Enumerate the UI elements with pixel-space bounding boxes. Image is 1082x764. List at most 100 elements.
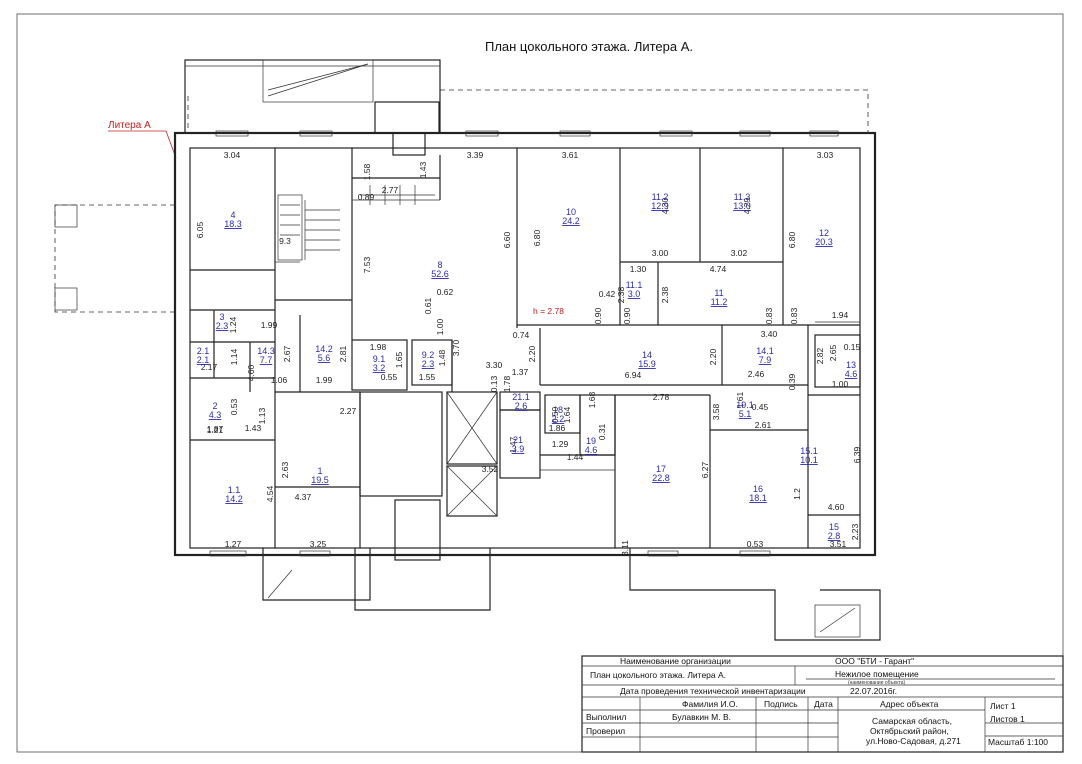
dimension-label: 1.00 — [435, 318, 445, 335]
room-area: 13.0 — [733, 201, 751, 211]
dimension-label: 0.90 — [622, 307, 632, 324]
room-area: 52.6 — [431, 269, 449, 279]
tb-org-label: Наименование организации — [620, 656, 731, 666]
plan-title: План цокольного этажа. Литера А. — [485, 39, 693, 54]
dimension-label: 4.60 — [828, 502, 845, 512]
dimension-label: 1.87 — [207, 424, 224, 434]
room-area: 11.2 — [711, 297, 728, 307]
tb-checked-label: Проверил — [586, 726, 625, 736]
dimension-label: 4.54 — [265, 485, 275, 502]
dimension-label: 2.61 — [755, 420, 772, 430]
room-number: 15.1 — [800, 446, 818, 456]
dimension-label: 2.38 — [616, 286, 626, 303]
room-area: 2.6 — [515, 401, 528, 411]
room-number: 16 — [753, 484, 763, 494]
tb-performed-label: Выполнил — [586, 712, 626, 722]
tb-col-address: Адрес объекта — [880, 699, 939, 709]
dimension-label: 1.48 — [437, 349, 447, 366]
dimension-label: 1.61 — [735, 391, 745, 408]
dimension-label: 1.58 — [362, 163, 372, 180]
room-area: 3.2 — [373, 363, 386, 373]
dimension-label: 2.82 — [815, 347, 825, 364]
dimension-label: 1.2 — [792, 488, 802, 500]
dimension-label: 4.29 — [742, 197, 752, 214]
room-number: 2 — [212, 401, 217, 411]
dimension-label: 3.39 — [467, 150, 484, 160]
room-labels: 418.3852.61024.211.212.911.313.01220.311… — [197, 192, 858, 541]
dimension-label: 1.68 — [587, 391, 597, 408]
room-area: 7.9 — [759, 355, 772, 365]
dimension-label: 0.31 — [597, 423, 607, 440]
dimension-label: 0.61 — [423, 297, 433, 314]
dimension-label: 0.15 — [844, 342, 861, 352]
dimension-label: 2.81 — [338, 345, 348, 362]
room-number: 21.1 — [512, 392, 530, 402]
dimension-label: 0.89 — [358, 192, 375, 202]
dimension-label: 1.65 — [394, 351, 404, 368]
dimension-label: 1.47 — [508, 436, 518, 453]
room-area: 7.7 — [260, 355, 273, 365]
dimension-label: 3.25 — [310, 539, 327, 549]
dimension-label: 3.52 — [482, 464, 499, 474]
room-number: 4 — [230, 210, 235, 220]
room-area: 2.8 — [828, 531, 841, 541]
room-area: 19.5 — [311, 475, 329, 485]
room-area: 24.2 — [562, 216, 580, 226]
dimension-label: 3.51 — [830, 539, 847, 549]
dimension-label: 2.27 — [340, 406, 357, 416]
dimension-label: 6.80 — [532, 229, 542, 246]
room-area: 18.3 — [224, 219, 242, 229]
dimension-label: 1.78 — [502, 375, 512, 392]
tb-premise-type: Нежилое помещение — [835, 669, 919, 679]
dimension-label: 2.20 — [708, 348, 718, 365]
dimension-label: 1.27 — [225, 539, 242, 549]
room-number: 17 — [656, 464, 666, 474]
dimension-label: 1.29 — [552, 439, 569, 449]
dimension-label: 0.53 — [229, 398, 239, 415]
room-number: 10 — [566, 207, 576, 217]
room-number: 14.2 — [315, 344, 333, 354]
room-number: 3 — [219, 312, 224, 322]
dimension-label: 1.86 — [549, 423, 566, 433]
room-area: 2.2 — [552, 414, 565, 424]
room-number: 11.3 — [734, 192, 751, 202]
tb-sheet-name: План цокольного этажа. Литера А. — [590, 670, 726, 680]
tb-premise-type-sub: (наименование объекта) — [848, 680, 906, 686]
dimension-label: 9.3 — [279, 236, 291, 246]
dimension-label: 2.63 — [280, 461, 290, 478]
tb-scale: Масштаб 1:100 — [988, 737, 1048, 747]
dimension-label: 2.65 — [828, 344, 838, 361]
dimension-label: 6.05 — [195, 221, 205, 238]
dimension-label: 1.14 — [229, 348, 239, 365]
dimension-label: 6.80 — [787, 231, 797, 248]
dimension-label: 4.74 — [710, 264, 727, 274]
dimension-label: 0.62 — [437, 287, 454, 297]
room-number: 11 — [714, 288, 723, 298]
room-area: 22.8 — [652, 473, 670, 483]
dimension-label: 1.06 — [271, 375, 288, 385]
tb-sheet: Лист 1 — [990, 701, 1016, 711]
room-number: 11.1 — [626, 280, 643, 290]
dimension-label: 2.38 — [660, 286, 670, 303]
dimension-label: 0.90 — [593, 307, 603, 324]
room-area: 10.1 — [800, 455, 818, 465]
room-area: 3.9 — [512, 444, 525, 454]
room-area: 5.6 — [318, 353, 331, 363]
dimension-label: 4.30 — [660, 197, 670, 214]
dimension-label: 1.21 — [207, 425, 224, 435]
dimension-label: 0.42 — [599, 289, 616, 299]
tb-inventory-label: Дата проведения технической инвентаризац… — [620, 686, 806, 696]
tb-inventory-date: 22.07.2016г. — [850, 686, 897, 696]
dimension-label: 1.24 — [228, 316, 238, 333]
room-area: 20.3 — [815, 237, 833, 247]
room-number: 15 — [829, 522, 839, 532]
dimension-label: 0.13 — [489, 375, 499, 392]
room-number: 18 — [553, 405, 563, 415]
dimension-label: 2.17 — [201, 362, 218, 372]
dimension-label: 3.58 — [711, 403, 721, 420]
dimension-label: 0.55 — [381, 372, 398, 382]
room-area: 12.9 — [651, 201, 669, 211]
room-area: 3.0 — [628, 289, 641, 299]
